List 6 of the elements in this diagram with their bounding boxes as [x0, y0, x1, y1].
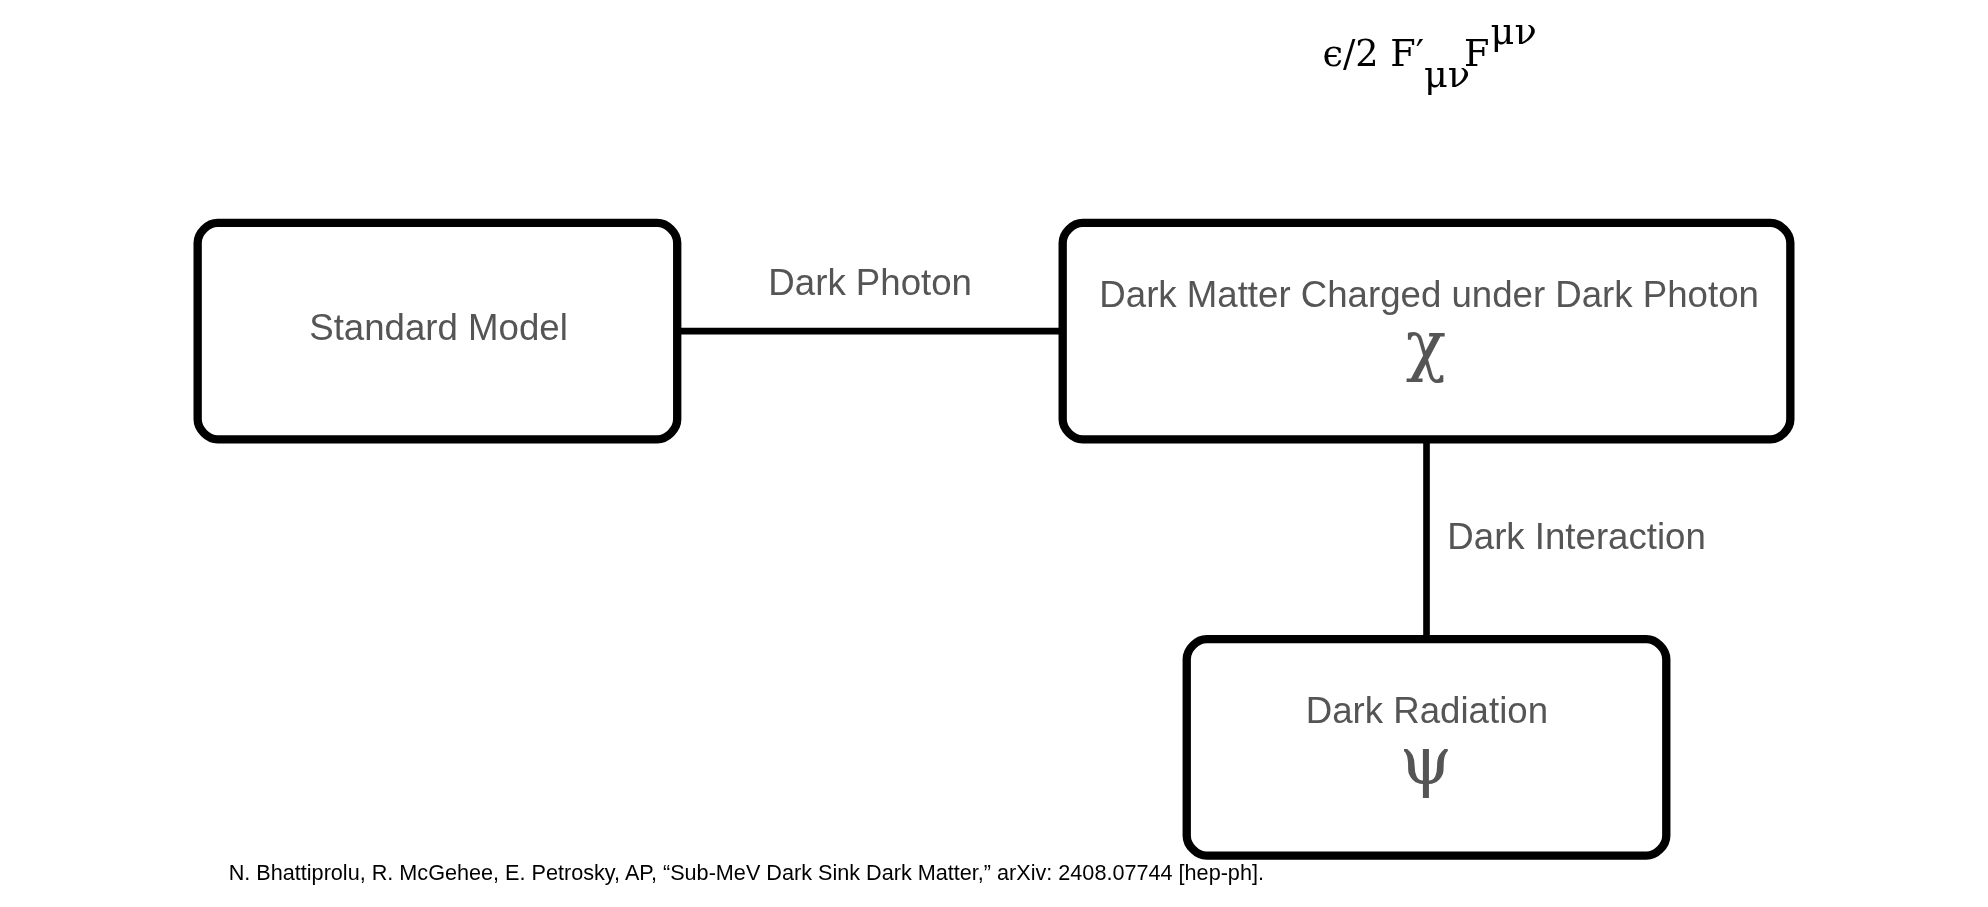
edge-label: Dark Interaction: [1447, 515, 1706, 557]
node-box: Dark Radiation ψ: [1182, 635, 1671, 860]
edge-label: Dark Photon: [768, 262, 972, 304]
caption: N. Bhattiprolu, R. McGehee, E. Petrosky, AP, “Sub-MeV Dark Sink Dark Matter,” arXiv: 2408.07744 [hep-ph].: [228, 859, 1264, 885]
node-box: Standard Model: [193, 218, 682, 444]
node-box: Dark Matter Charged under Dark Photon χ: [1058, 218, 1795, 444]
